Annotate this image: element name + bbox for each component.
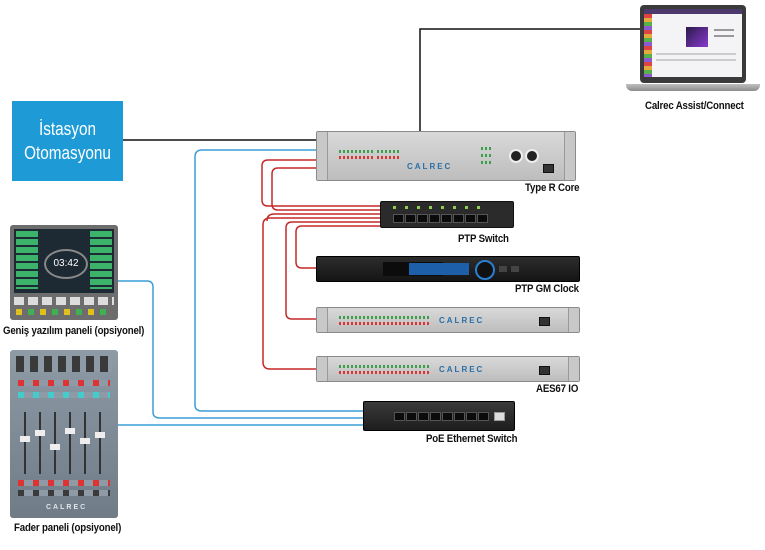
wire-ptp-io2 xyxy=(262,217,380,370)
wire-core-ptp-1 xyxy=(261,159,380,207)
wire-ptp-clock xyxy=(295,225,380,269)
station-line2: Otomasyonu xyxy=(24,143,111,163)
wire-core-ptp-2 xyxy=(271,167,380,211)
wire-ptp-io1 xyxy=(285,221,380,320)
laptop-base xyxy=(626,84,760,91)
aes67-io-label: AES67 IO xyxy=(536,383,579,395)
core-label: Type R Core xyxy=(525,182,580,194)
poe-switch-device xyxy=(363,401,515,431)
core-brand: CALREC xyxy=(407,162,453,171)
laptop-screen xyxy=(640,5,746,83)
ptp-switch-label: PTP Switch xyxy=(458,233,509,245)
laptop-label: Calrec Assist/Connect xyxy=(645,100,744,112)
wire-core-poe xyxy=(194,149,363,412)
station-automation-box: İstasyon Otomasyonu xyxy=(12,101,123,181)
software-panel-device: 03:42 xyxy=(10,225,118,320)
clock-display: 03:42 xyxy=(44,249,88,279)
wire-laptop-core xyxy=(419,28,640,141)
io1-brand: CALREC xyxy=(439,316,485,325)
fader-panel-device: CALREC xyxy=(10,350,118,518)
wire-ptp-io2b xyxy=(266,213,380,222)
ptp-clock-device xyxy=(316,256,580,282)
poe-switch-label: PoE Ethernet Switch xyxy=(426,433,518,445)
ptp-switch-device xyxy=(380,201,514,228)
aes67-io-device-1: CALREC xyxy=(316,307,580,333)
wire-softpanel-poe xyxy=(118,280,363,419)
type-r-core-device: CALREC xyxy=(316,131,576,181)
laptop-device xyxy=(626,5,762,97)
fader-brand: CALREC xyxy=(46,504,88,511)
ptp-clock-label: PTP GM Clock xyxy=(515,283,579,295)
software-panel-label: Geniş yazılım paneli (opsiyonel) xyxy=(3,325,145,337)
station-line1: İstasyon xyxy=(38,119,96,139)
aes67-io-device-2: CALREC xyxy=(316,356,580,382)
io2-brand: CALREC xyxy=(439,365,485,374)
fader-panel-label: Fader paneli (opsiyonel) xyxy=(14,522,122,534)
